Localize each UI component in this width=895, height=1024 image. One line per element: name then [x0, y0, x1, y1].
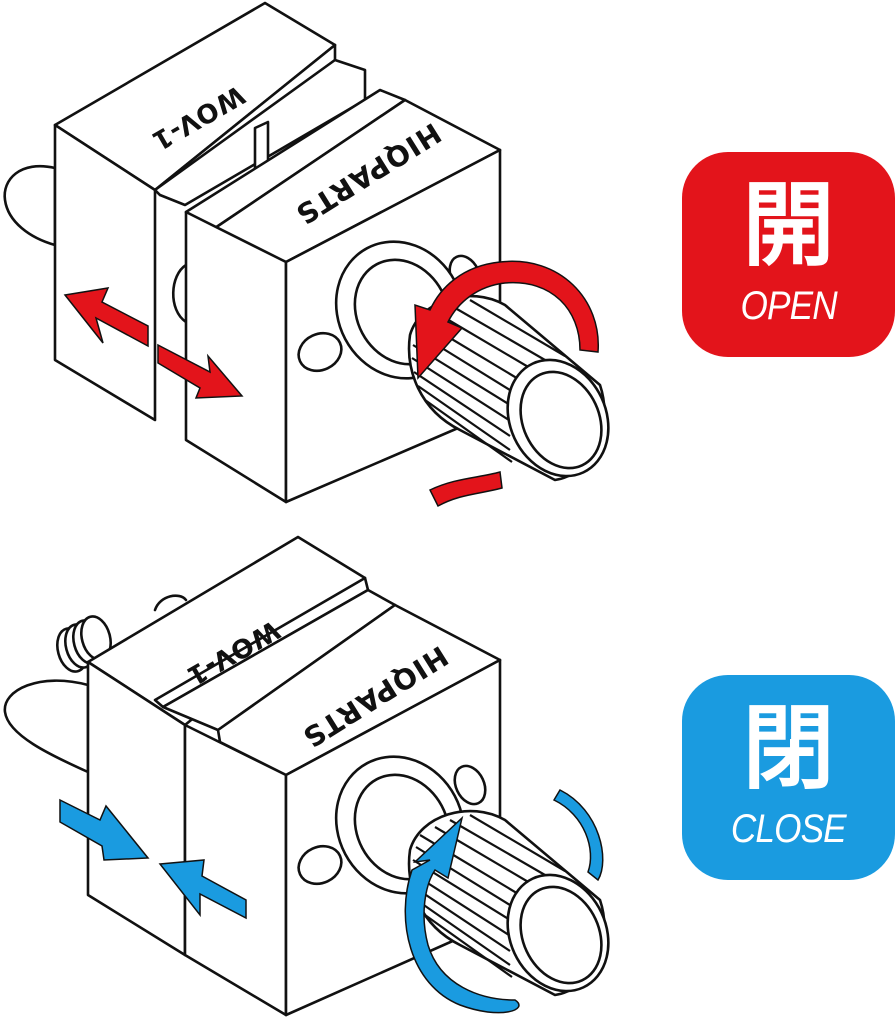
- rotate-cw-arrow: [404, 789, 604, 1014]
- vise-open: WOV-1 HIQPARTS: [3, 1, 610, 508]
- jaw-apart-arrows: [63, 287, 244, 399]
- open-badge: 開 OPEN: [682, 152, 895, 357]
- threaded-stud: [56, 615, 112, 673]
- open-kanji: 開: [742, 171, 835, 279]
- rotate-ccw-arrow: [414, 260, 599, 508]
- close-badge: 閉 CLOSE: [682, 675, 895, 880]
- knob: [407, 294, 610, 482]
- guide-rod: [3, 679, 90, 774]
- open-label: OPEN: [740, 283, 837, 328]
- fixed-jaw: WOV-1: [53, 1, 367, 422]
- close-label: CLOSE: [731, 806, 847, 851]
- jaw-together-arrows: [59, 798, 247, 920]
- moving-jaw: HIQPARTS: [161, 588, 502, 1017]
- guide-rod: [3, 165, 57, 247]
- vise-close: WOV-1 HIQPARTS: [3, 535, 610, 1017]
- fixed-jaw: WOV-1: [86, 535, 370, 957]
- close-kanji: 閉: [742, 694, 835, 802]
